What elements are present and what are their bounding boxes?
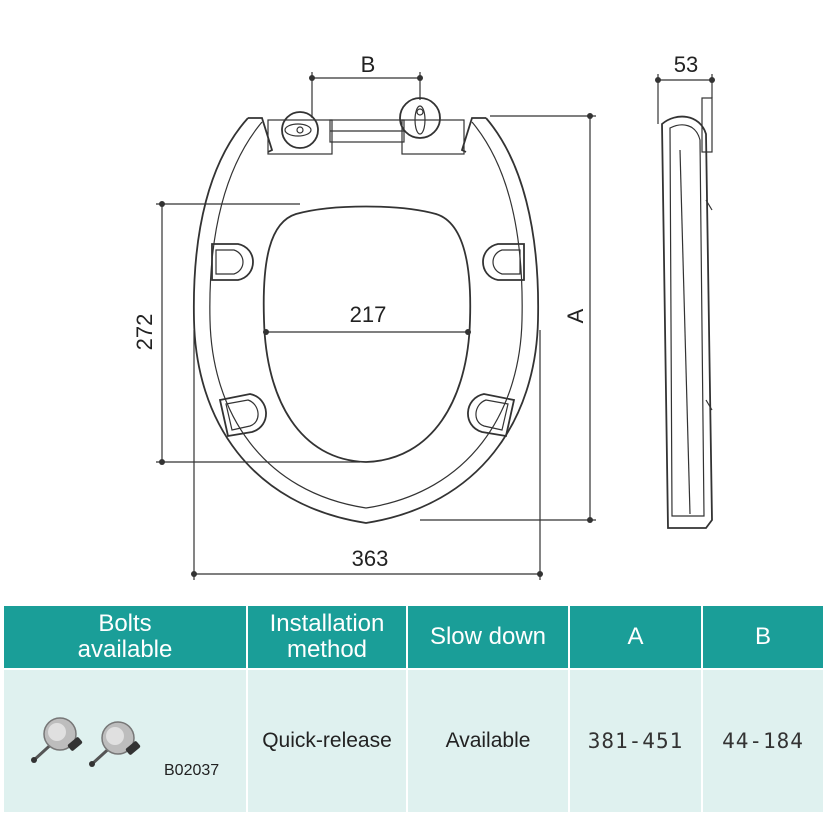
dimension-depth: 272 [132,201,360,465]
cell-a: 381-451 [568,668,703,812]
side-view [661,97,713,529]
table-row: B02037 Quick-release Available 381-451 4… [2,668,825,812]
bolt-code: B02037 [164,762,220,779]
dimension-b-label: B [361,52,376,77]
dimension-a-label: A [563,308,588,323]
dimension-inner-width: 217 [263,302,471,335]
hinge-assembly [248,97,486,155]
header-bolts: Bolts available [2,606,248,669]
b-value: 44-184 [722,729,804,753]
bumper-bottom-right [467,393,516,438]
cell-b: 44-184 [701,668,825,812]
table-header-row: Bolts available Installation method Slow… [2,606,825,669]
header-a: A [568,606,703,669]
dimension-b: B [309,52,423,118]
cell-installation: Quick-release [246,668,408,812]
installation-value: Quick-release [262,729,392,752]
bumper-top-right [482,243,525,281]
header-slow-down: Slow down [406,606,570,669]
dimension-depth-label: 272 [132,314,157,351]
bolt-icon-2 [89,721,141,767]
dimension-width-label: 363 [352,546,389,571]
spec-table: Bolts available Installation method Slow… [2,606,825,812]
dimension-a: A [420,113,596,523]
header-installation: Installation method [246,606,408,669]
header-b: B [701,606,825,669]
toilet-seat-diagram: B A 272 217 363 [132,52,715,580]
seat-opening [262,205,472,463]
bumper-bottom-left [218,393,267,438]
dimension-height: 53 [655,52,715,124]
slow-down-value: Available [445,729,531,752]
cell-slow-down: Available [406,668,570,812]
a-value: 381-451 [587,729,684,753]
header-bolts-line2: available [77,636,173,663]
dimension-inner-width-label: 217 [350,302,387,327]
dimension-height-label: 53 [674,52,698,77]
header-installation-line2: method [286,636,368,663]
cell-bolts: B02037 [2,668,248,812]
seat-outline [192,117,540,524]
header-installation-line1: Installation [269,610,385,637]
bolt-icon [31,717,83,763]
dimension-width: 363 [191,330,543,580]
bumper-top-left [211,243,254,281]
header-bolts-line1: Bolts [98,610,152,637]
